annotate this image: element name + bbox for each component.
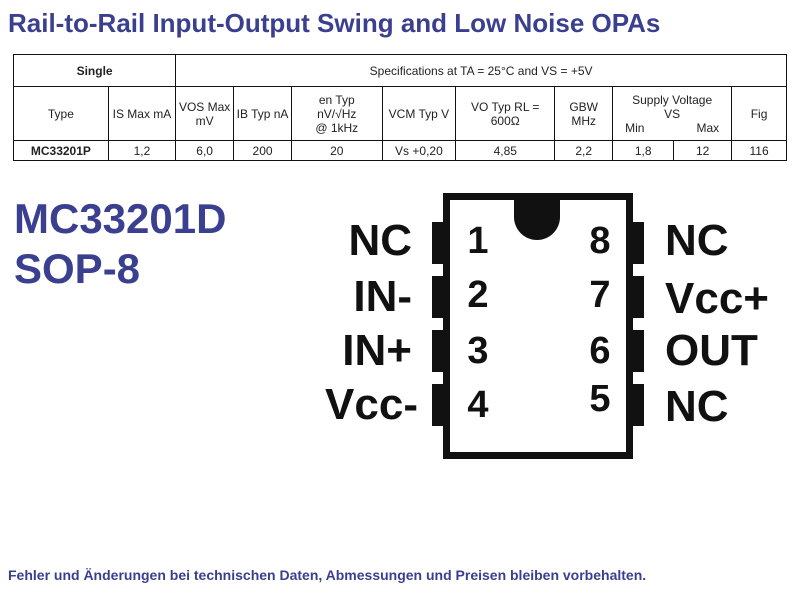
pin-6-label: OUT bbox=[665, 326, 758, 375]
pin-3-lead bbox=[432, 330, 443, 372]
header-en-typ-line2: nV/√Hz bbox=[317, 106, 357, 121]
header-vo-typ: VO Typ RL = 600Ω bbox=[455, 86, 556, 141]
pin-1-lead bbox=[432, 222, 443, 264]
header-gbw: GBW MHz bbox=[554, 86, 614, 141]
pin-8-label: NC bbox=[665, 216, 729, 265]
chip-name-block: MC33201D SOP-8 bbox=[14, 194, 294, 294]
pin-1-label: NC bbox=[348, 216, 412, 265]
pin-7-label: Vcc+ bbox=[665, 274, 769, 323]
cell-ib-typ: 200 bbox=[233, 140, 292, 161]
header-en-typ-line1: en Typ bbox=[318, 92, 355, 107]
pin-6-lead bbox=[633, 330, 644, 372]
header-supply-min: Min bbox=[625, 120, 645, 135]
pin-5-label: NC bbox=[665, 382, 729, 431]
pin-8-number: 8 bbox=[589, 220, 611, 262]
header-supply-voltage: Supply Voltage VS Min Max bbox=[612, 86, 733, 141]
specs-caption: Specifications at TA = 25°C and VS = +5V bbox=[175, 54, 787, 87]
header-supply-max: Max bbox=[696, 120, 720, 135]
pin-2-lead bbox=[432, 276, 443, 318]
cell-vcm-typ: Vs +0,20 bbox=[381, 140, 457, 161]
header-fig: Fig bbox=[731, 86, 787, 141]
cell-supply-max: 12 bbox=[673, 140, 733, 161]
pin-5-lead bbox=[633, 384, 644, 426]
header-en-typ-line3: @ 1kHz bbox=[315, 120, 359, 135]
pin-7-lead bbox=[633, 276, 644, 318]
cell-type: MC33201P bbox=[13, 140, 109, 161]
header-type: Type bbox=[13, 86, 109, 141]
pin-4-label: Vcc- bbox=[325, 380, 418, 429]
pin-4-number: 4 bbox=[467, 384, 489, 426]
pin1-notch bbox=[514, 200, 560, 240]
cell-fig: 116 bbox=[731, 140, 787, 161]
cell-vo-typ: 4,85 bbox=[455, 140, 556, 161]
chip-name: MC33201D bbox=[14, 195, 227, 242]
header-vos-max: VOS Max mV bbox=[175, 86, 235, 141]
cell-vos-max: 6,0 bbox=[175, 140, 235, 161]
header-en-typ: en Typ nV/√Hz @ 1kHz bbox=[290, 86, 383, 141]
pin-5-number: 5 bbox=[589, 378, 611, 420]
disclaimer: Fehler und Änderungen bei technischen Da… bbox=[8, 567, 647, 583]
header-vcm-typ: VCM Typ V bbox=[381, 86, 457, 141]
group-label: Single bbox=[12, 54, 177, 87]
pin-1-number: 1 bbox=[467, 220, 489, 262]
header-supply-line2: VS bbox=[664, 106, 681, 121]
cell-is-max: 1,2 bbox=[107, 140, 177, 161]
header-is-max: IS Max mA bbox=[107, 86, 177, 141]
pin-4-lead bbox=[432, 384, 443, 426]
pin-6-number: 6 bbox=[589, 330, 611, 372]
pin-2-number: 2 bbox=[467, 274, 489, 316]
chip-package: SOP-8 bbox=[14, 245, 141, 292]
cell-supply-min: 1,8 bbox=[612, 140, 675, 161]
pin-8-lead bbox=[633, 222, 644, 264]
pin-3-label: IN+ bbox=[342, 326, 412, 375]
cell-en-typ: 20 bbox=[290, 140, 383, 161]
header-ib-typ: IB Typ nA bbox=[233, 86, 292, 141]
pin-7-number: 7 bbox=[589, 274, 611, 316]
cell-gbw: 2,2 bbox=[554, 140, 614, 161]
header-supply-line1: Supply Voltage bbox=[632, 92, 713, 107]
ic-package-body bbox=[443, 193, 633, 459]
pin-3-number: 3 bbox=[467, 330, 489, 372]
table-row: MC33201P 1,2 6,0 200 20 Vs +0,20 4,85 2,… bbox=[13, 140, 787, 161]
page-title: Rail-to-Rail Input-Output Swing and Low … bbox=[8, 8, 661, 38]
pin-2-label: IN- bbox=[353, 272, 412, 321]
spec-table: Single Specifications at TA = 25°C and V… bbox=[12, 54, 787, 161]
